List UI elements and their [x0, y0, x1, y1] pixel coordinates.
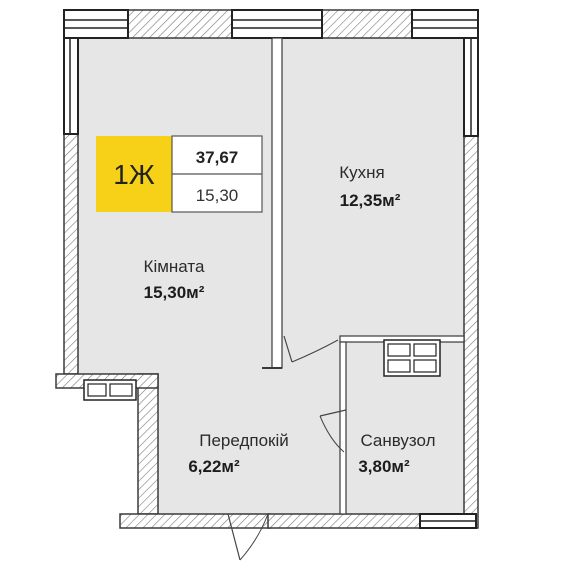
room-area-living: 15,30м²	[144, 283, 205, 302]
apartment-type-code: 1Ж	[113, 159, 155, 190]
room-area-hallway: 6,22м²	[188, 457, 240, 476]
door-bathroom	[319, 409, 347, 453]
windows	[63, 9, 479, 529]
vent-left	[83, 379, 137, 401]
room-name-bathroom: Санвузол	[360, 431, 435, 450]
apartment-living-area: 15,30	[196, 186, 239, 205]
room-name-kitchen: Кухня	[339, 163, 385, 182]
window-top-left	[63, 9, 129, 39]
room-name-hallway: Передпокій	[199, 431, 289, 450]
apartment-badge: 1Ж 37,67 15,30	[96, 135, 263, 213]
window-top-right	[411, 9, 479, 39]
window-bottom-right	[419, 513, 477, 529]
room-labels: Кімната 15,30м² Кухня 12,35м² Передпокій…	[144, 163, 436, 476]
room-area-kitchen: 12,35м²	[340, 191, 401, 210]
apartment-total-area: 37,67	[196, 148, 239, 167]
badge-type-box	[96, 136, 172, 212]
room-name-living: Кімната	[144, 257, 205, 276]
window-right	[463, 37, 479, 137]
interior-walls	[262, 37, 465, 515]
window-left	[63, 37, 79, 135]
room-area-bathroom: 3,80м²	[358, 457, 410, 476]
door-kitchen	[283, 335, 339, 363]
door-entrance	[227, 513, 269, 561]
doors	[227, 335, 347, 561]
window-top-middle	[231, 9, 323, 39]
